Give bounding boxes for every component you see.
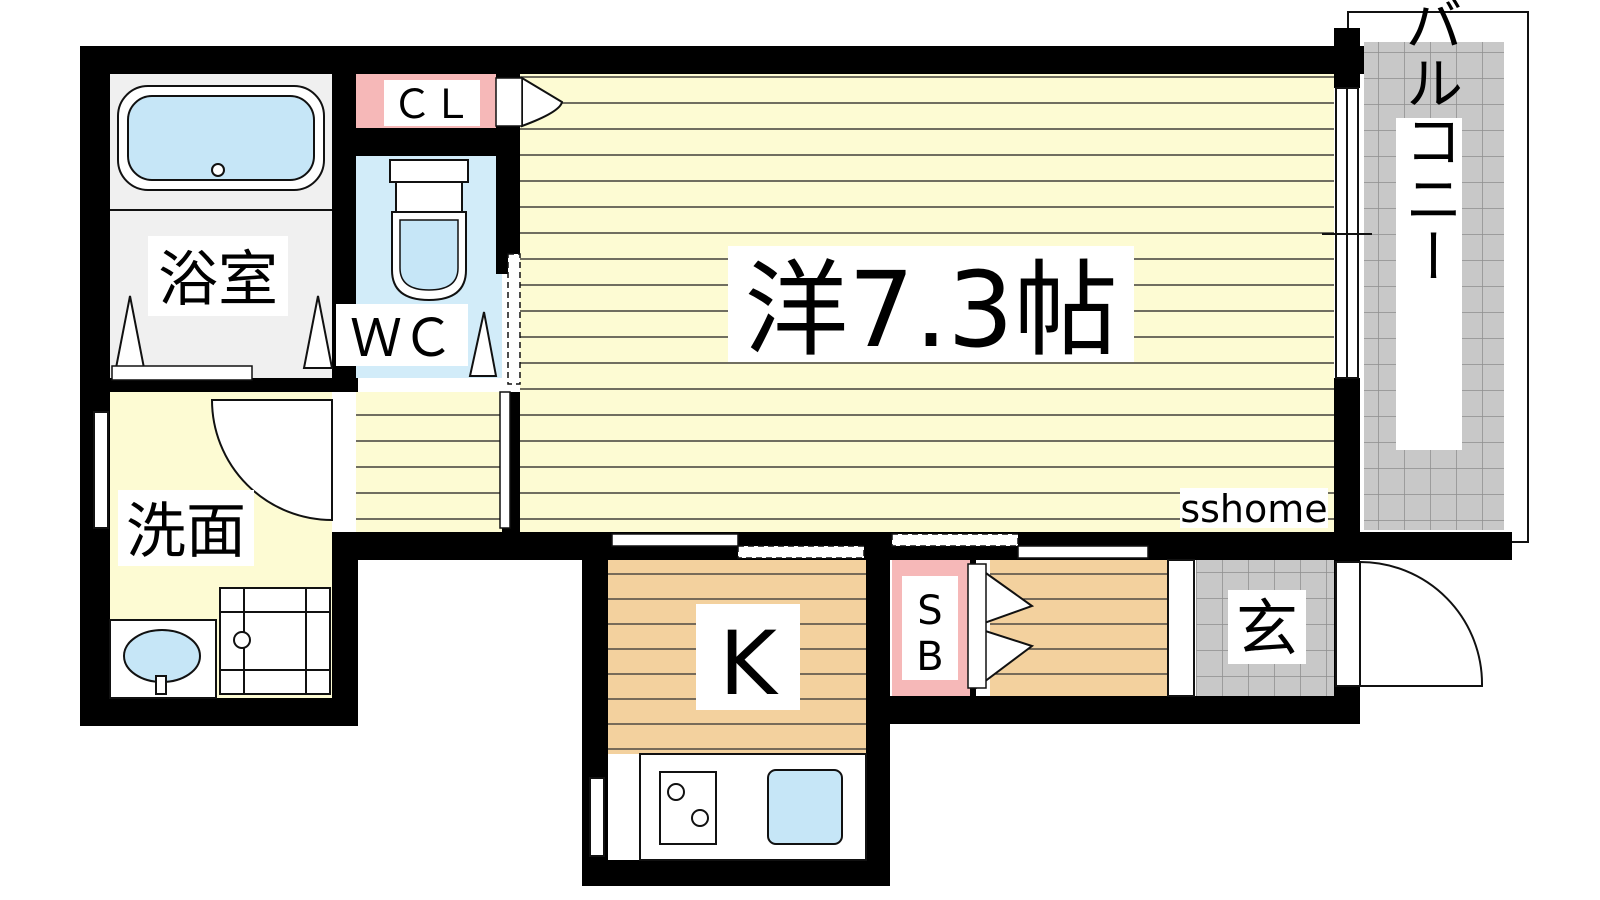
- washroom-window: [93, 411, 109, 529]
- kitchen-window: [589, 777, 605, 857]
- bathroom-label: 浴室: [158, 245, 278, 315]
- hall-floor-lines: [990, 560, 1168, 696]
- balcony-label: バルコニー: [1395, 0, 1463, 285]
- main-room-label: 洋7.3帖: [744, 249, 1117, 371]
- washing-machine-icon: [219, 587, 331, 695]
- toilet-label: ＷＣ: [350, 309, 454, 369]
- shoe-box-label-s: S: [917, 588, 942, 634]
- shoe-box-label-b: B: [916, 634, 943, 680]
- bathtub-icon: [117, 85, 325, 191]
- kitchen-sink-icon: [767, 769, 843, 845]
- watermark-label: sshome: [1180, 487, 1327, 531]
- kitchen-label: K: [719, 612, 779, 715]
- corridor-floor-lines: [356, 392, 520, 532]
- closet-label: ＣＬ: [392, 82, 472, 128]
- toilet-icon: [389, 159, 469, 302]
- stove-icon: [659, 771, 717, 845]
- entrance-label: 玄: [1236, 592, 1298, 665]
- sliding-doors: [499, 253, 1149, 559]
- front-door-swing: [1359, 560, 1484, 687]
- toilet-door-icon: [468, 311, 498, 377]
- washroom-label: 洗面: [126, 497, 246, 567]
- washbasin-icon: [109, 619, 217, 699]
